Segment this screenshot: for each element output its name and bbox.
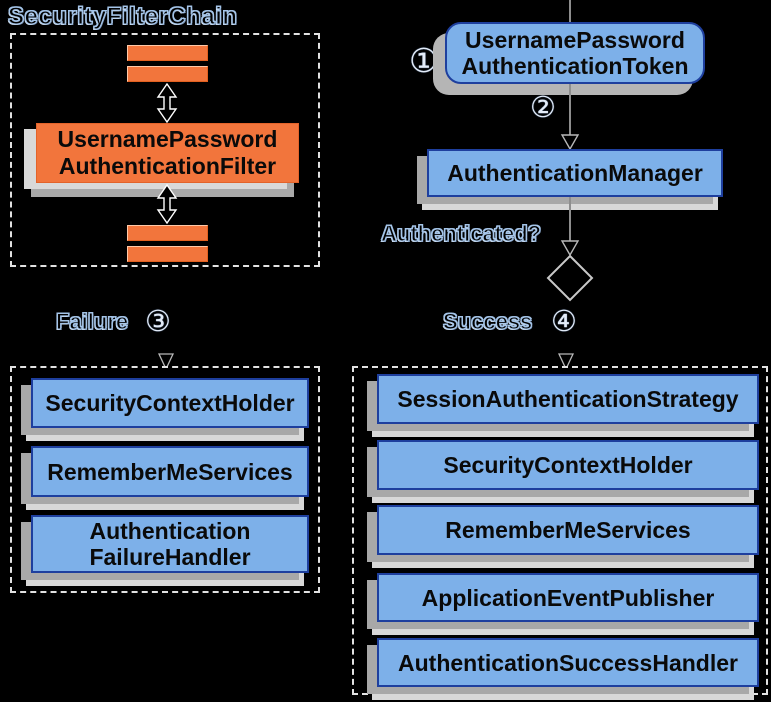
authenticated-question-label: Authenticated? bbox=[380, 220, 542, 246]
step-1-badge: ① bbox=[409, 41, 439, 80]
security-filter-chain-title: SecurityFilterChain bbox=[7, 2, 238, 30]
double-arrow-icon bbox=[156, 83, 178, 123]
filter-bar bbox=[127, 246, 208, 262]
double-arrow-icon bbox=[156, 184, 178, 224]
failure-handler-label-line2: FailureHandler bbox=[89, 544, 251, 570]
arrowhead-down-icon bbox=[560, 134, 580, 150]
arrowhead-down-icon bbox=[560, 240, 580, 256]
remember-me-services-node: RememberMeServices bbox=[377, 505, 759, 555]
token-node-label-line2: AuthenticationToken bbox=[461, 53, 689, 79]
step-4-badge: ④ bbox=[551, 304, 577, 338]
filter-node-label-line1: UsernamePassword bbox=[57, 126, 278, 152]
application-event-publisher-node: ApplicationEventPublisher bbox=[377, 573, 759, 622]
token-node-label-line1: UsernamePassword bbox=[465, 27, 685, 53]
filter-node-label-line2: AuthenticationFilter bbox=[58, 153, 277, 179]
authentication-success-handler-node: AuthenticationSuccessHandler bbox=[377, 638, 759, 687]
decision-diamond-icon bbox=[546, 254, 594, 302]
username-password-authentication-filter-node: UsernamePassword AuthenticationFilter bbox=[36, 123, 299, 183]
authentication-manager-node: AuthenticationManager bbox=[427, 149, 723, 197]
security-context-holder-node: SecurityContextHolder bbox=[31, 378, 309, 428]
flow-line bbox=[569, 84, 571, 137]
step-3-badge: ③ bbox=[145, 304, 171, 338]
filter-bar bbox=[127, 66, 208, 82]
flow-line bbox=[569, 197, 571, 242]
arrowhead-down-icon bbox=[157, 353, 175, 370]
security-context-holder-node: SecurityContextHolder bbox=[377, 440, 759, 490]
step-2-badge: ② bbox=[530, 90, 556, 124]
session-authentication-strategy-node: SessionAuthenticationStrategy bbox=[377, 374, 759, 424]
arrowhead-down-icon bbox=[557, 353, 575, 370]
failure-handlers-panel: SecurityContextHolder RememberMeServices… bbox=[10, 366, 320, 593]
filter-bar bbox=[127, 45, 208, 61]
failure-branch-label: Failure bbox=[55, 308, 129, 334]
success-handlers-panel: SessionAuthenticationStrategy SecurityCo… bbox=[352, 366, 768, 695]
authentication-failure-handler-node: Authentication FailureHandler bbox=[31, 515, 309, 573]
failure-handler-label-line1: Authentication bbox=[89, 518, 251, 544]
filter-bar bbox=[127, 225, 208, 241]
username-password-authentication-token-node: UsernamePassword AuthenticationToken bbox=[445, 22, 705, 84]
flow-line bbox=[569, 0, 571, 23]
remember-me-services-node: RememberMeServices bbox=[31, 446, 309, 497]
success-branch-label: Success bbox=[442, 308, 533, 334]
